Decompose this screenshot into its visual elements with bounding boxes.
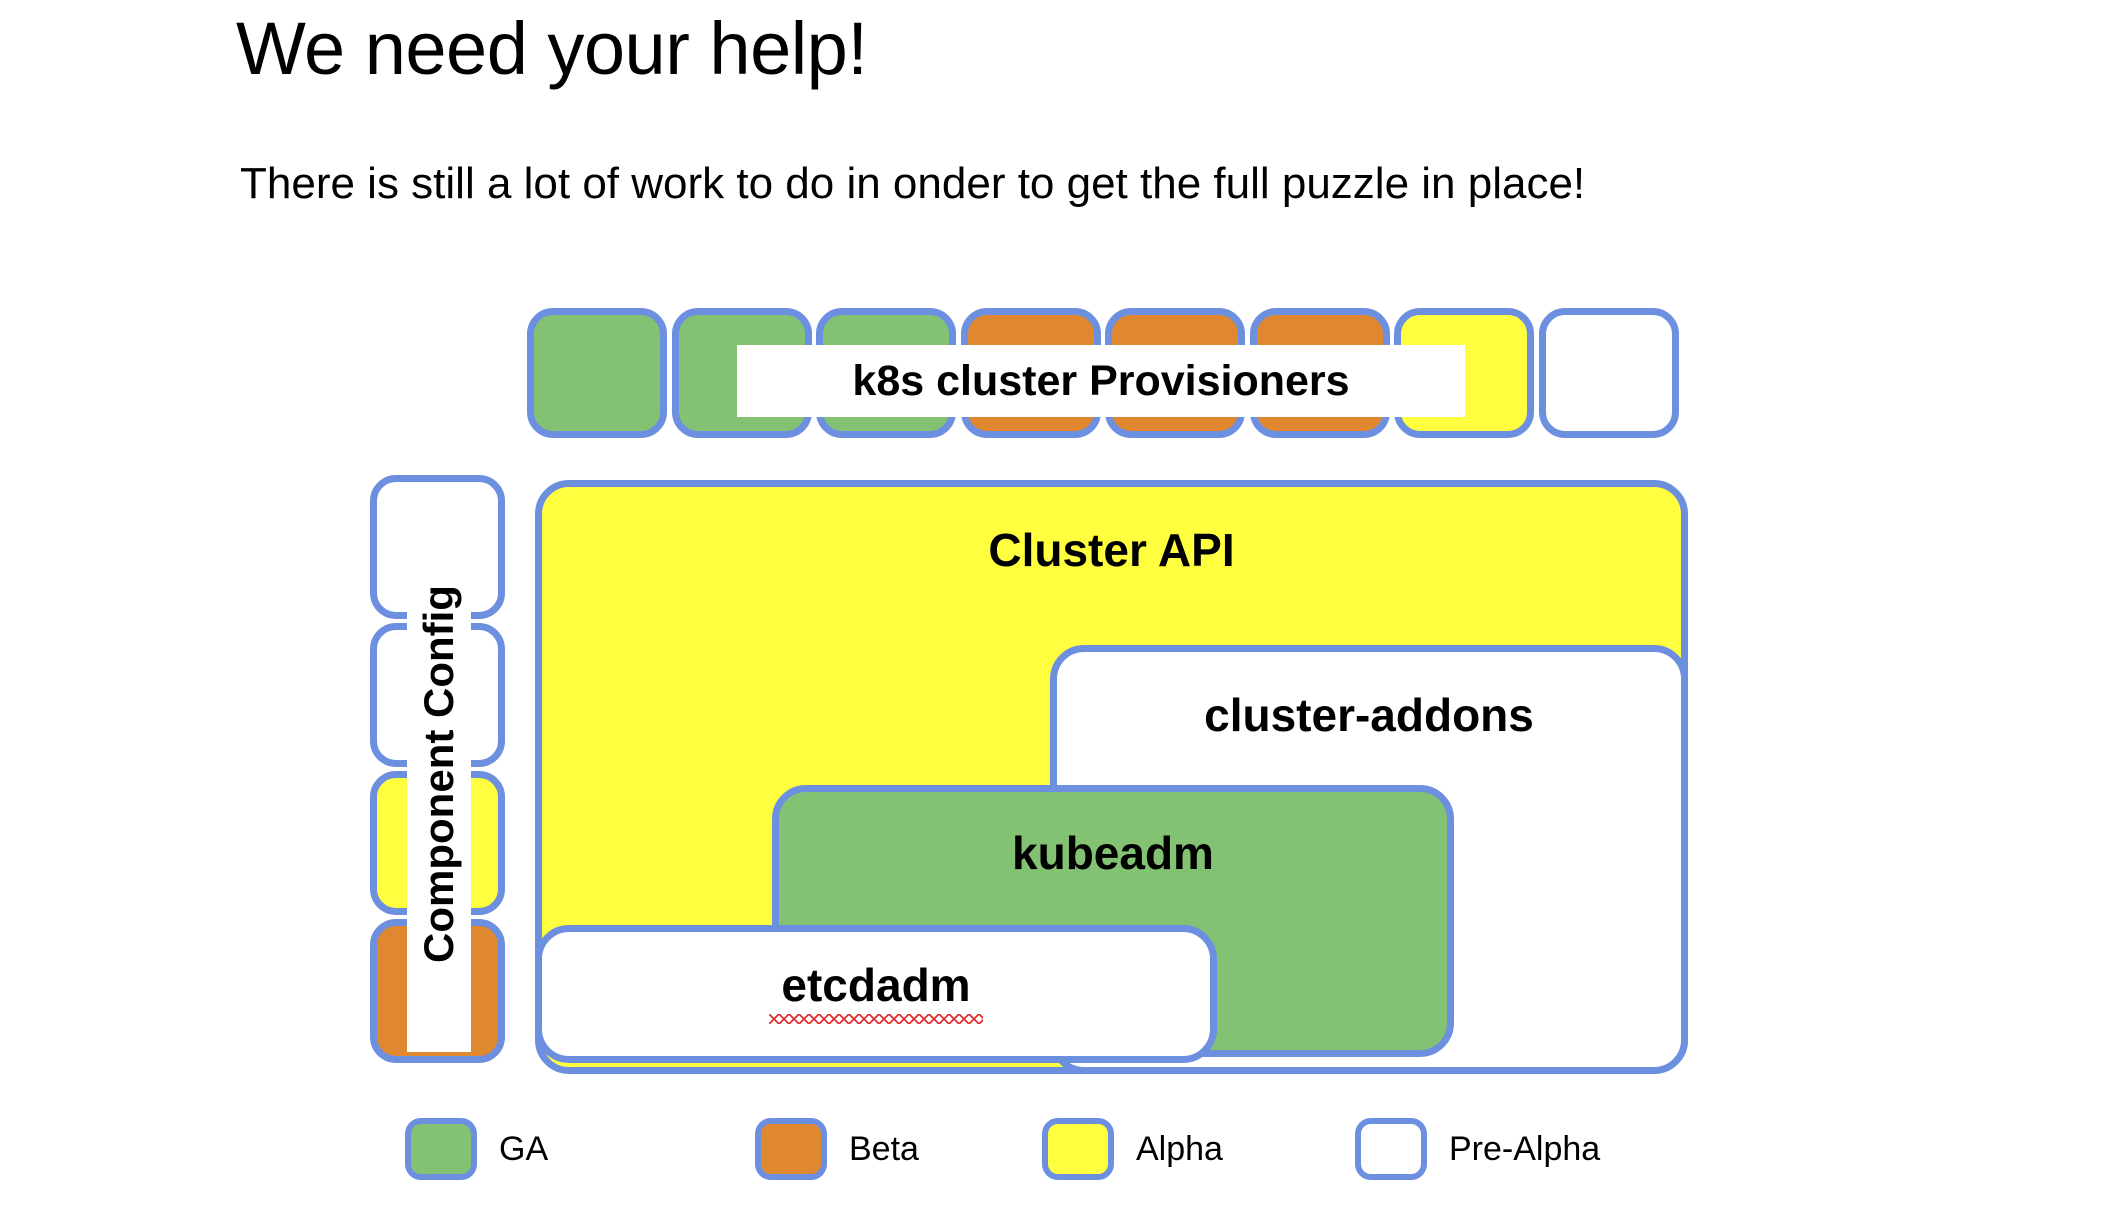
legend-swatch-pre-alpha — [1355, 1118, 1427, 1180]
etcdadm-label-text: etcdadm — [781, 959, 971, 1011]
legend-label-ga: GA — [499, 1130, 549, 1168]
legend-label-pre-alpha: Pre-Alpha — [1449, 1130, 1601, 1168]
legend-swatch-alpha — [1042, 1118, 1114, 1180]
provisioner-tile-1[interactable] — [527, 308, 667, 438]
kubeadm-label: kubeadm — [1012, 827, 1214, 879]
spellcheck-squiggle-icon — [769, 1014, 983, 1024]
page-subtitle: There is still a lot of work to do in on… — [240, 159, 1586, 208]
cluster-addons-label: cluster-addons — [1204, 689, 1534, 741]
legend-label-alpha: Alpha — [1136, 1130, 1223, 1168]
component-config-label-text: Component Config — [415, 585, 463, 963]
provisioner-tile-8[interactable] — [1538, 308, 1679, 438]
cluster-api-label: Cluster API — [988, 524, 1235, 576]
legend-swatch-ga — [405, 1118, 477, 1180]
legend-label-beta: Beta — [849, 1130, 919, 1168]
etcdadm-label: etcdadm — [542, 958, 1210, 1024]
etcdadm-box[interactable]: etcdadm — [535, 925, 1217, 1063]
page-title: We need your help! — [236, 7, 868, 90]
component-config-label: Component Config — [407, 496, 471, 1052]
legend-swatch-beta — [755, 1118, 827, 1180]
provisioner-row-label: k8s cluster Provisioners — [737, 345, 1465, 417]
